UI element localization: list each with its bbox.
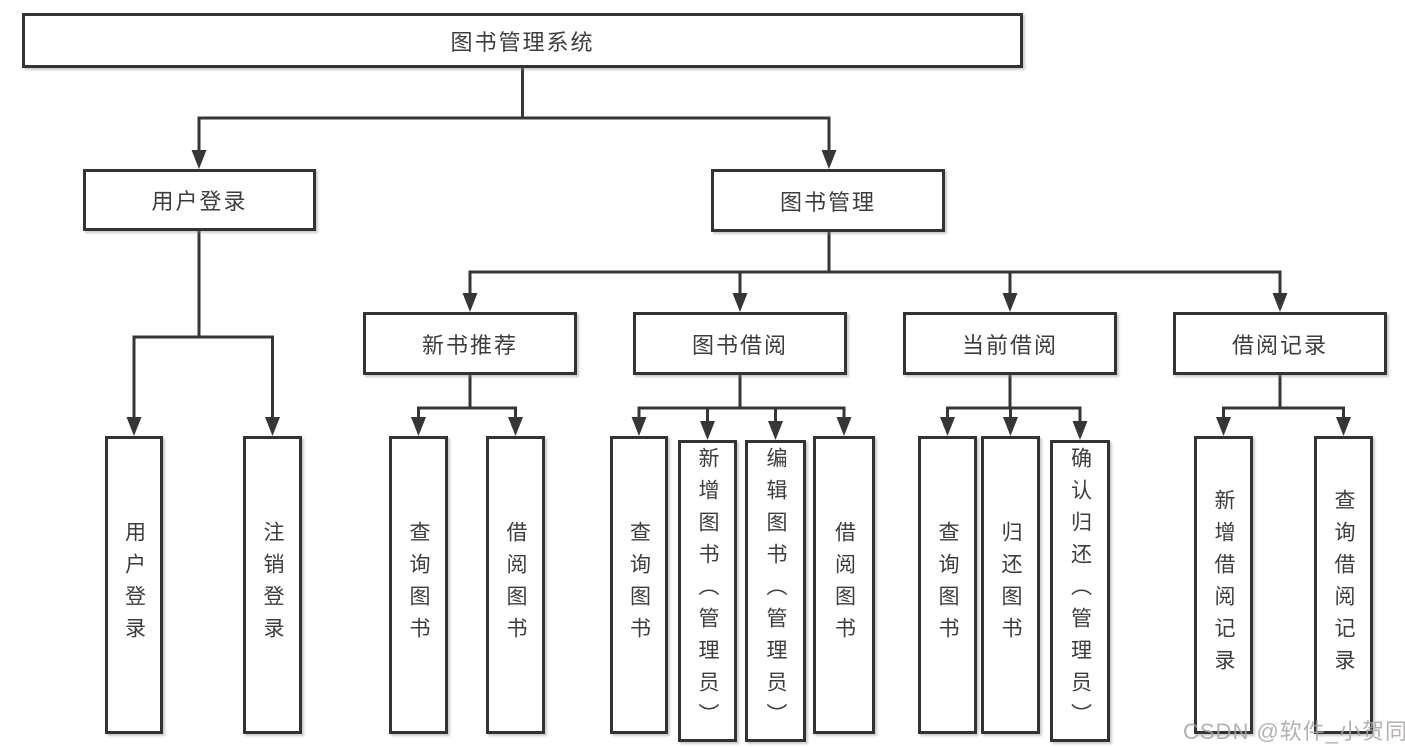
node-label: 编辑图书（管理员）: [764, 447, 787, 735]
node-label: 新增借阅记录: [1212, 489, 1235, 681]
connector-paths: [132, 68, 1345, 425]
node-label: 用户登录: [122, 521, 146, 649]
leaf-query-books-current: 查询图书: [918, 436, 977, 734]
node-borrow-records: 借阅记录: [1173, 312, 1387, 375]
leaf-user-login: 用户登录: [105, 436, 163, 734]
node-book-management: 图书管理: [711, 169, 945, 232]
node-label: 图书管理: [779, 189, 876, 215]
node-label: 查询图书: [936, 521, 959, 649]
node-label: 注销登录: [261, 521, 284, 649]
node-label: 确认归还（管理员）: [1068, 447, 1092, 735]
node-current-borrow: 当前借阅: [903, 312, 1117, 375]
leaf-add-books-admin: 新增图书（管理员）: [678, 440, 737, 742]
node-label: 用户登录: [151, 189, 248, 214]
csdn-watermark: CSDN @软件_小贺同学: [1183, 719, 1405, 744]
node-label: 图书借阅: [691, 332, 788, 358]
node-label: 查询图书: [627, 521, 651, 649]
node-label: 查询图书: [407, 521, 430, 649]
node-user-login: 用户登录: [83, 169, 316, 231]
leaf-borrow-books-recommend: 借阅图书: [486, 436, 545, 734]
node-label: 新增图书（管理员）: [696, 447, 719, 735]
node-label: 查询借阅记录: [1332, 489, 1355, 681]
leaf-add-borrow-record: 新增借阅记录: [1194, 436, 1253, 734]
node-new-book-recommend: 新书推荐: [363, 312, 577, 375]
leaf-query-books-recommend: 查询图书: [389, 436, 448, 734]
leaf-borrow-books: 借阅图书: [813, 436, 875, 734]
leaf-edit-books-admin: 编辑图书（管理员）: [745, 440, 806, 742]
node-book-borrow: 图书借阅: [633, 312, 847, 375]
node-root-system: 图书管理系统: [22, 13, 1023, 68]
leaf-confirm-return-admin: 确认归还（管理员）: [1050, 440, 1110, 742]
node-label: 归还图书: [999, 521, 1022, 649]
node-label: 借阅记录: [1231, 332, 1328, 358]
leaf-query-books-borrow: 查询图书: [610, 436, 668, 734]
node-label: 借阅图书: [832, 521, 856, 649]
node-label: 当前借阅: [961, 332, 1058, 358]
leaf-query-borrow-record: 查询借阅记录: [1314, 436, 1373, 734]
node-label: 新书推荐: [421, 332, 518, 358]
leaf-return-books: 归还图书: [981, 436, 1040, 734]
node-label: 图书管理系统: [450, 29, 595, 55]
leaf-logout: 注销登录: [243, 436, 302, 734]
node-label: 借阅图书: [504, 521, 527, 649]
arrowheads: [126, 150, 1351, 440]
